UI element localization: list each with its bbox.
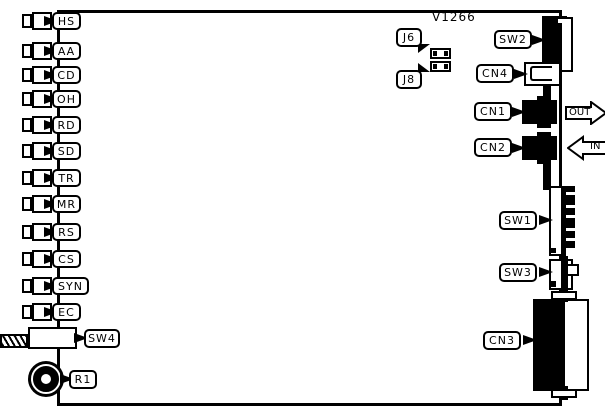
- potentiometer-shaft-r1: [41, 374, 51, 384]
- callout-j8: J8: [396, 70, 422, 89]
- led-tab-mr: [22, 197, 32, 211]
- led-tab-ec: [22, 305, 32, 319]
- jumper-block-j6[interactable]: [430, 48, 451, 59]
- callout-led-ec: EC: [52, 303, 81, 321]
- sw1-segment-4[interactable]: [566, 228, 575, 231]
- callout-tail-j8: [418, 63, 430, 72]
- callout-tail-cn2: [512, 143, 526, 153]
- jumper-pin-2: [438, 51, 443, 56]
- callout-led-cd: CD: [52, 66, 81, 84]
- in-arrow-label: IN: [590, 141, 601, 152]
- callout-tail-hs: [44, 16, 58, 26]
- sw1-segment-5[interactable]: [566, 238, 575, 241]
- sw1-segment-6[interactable]: [566, 248, 575, 256]
- switch-stem-sw3: [561, 255, 568, 295]
- led-tab-cd: [22, 68, 32, 82]
- callout-tail-aa: [44, 46, 58, 56]
- callout-led-syn: SYN: [52, 277, 89, 295]
- callout-tail-rd: [44, 120, 58, 130]
- callout-tail-rs: [44, 227, 58, 237]
- jumper-pin-1: [433, 64, 437, 69]
- led-tab-tr: [22, 171, 32, 185]
- callout-tail-syn: [44, 281, 58, 291]
- callout-tail-cn3: [523, 335, 537, 345]
- sw1-segment-1[interactable]: [566, 192, 575, 195]
- callout-led-sd: SD: [52, 142, 81, 160]
- callout-sw2: SW2: [494, 30, 532, 49]
- callout-tail-cd: [44, 70, 58, 80]
- callout-led-cs: CS: [52, 250, 81, 268]
- connector-inner-cn4: [530, 66, 552, 81]
- sw1-pin-marker: [551, 248, 556, 253]
- callout-cn4: CN4: [476, 64, 514, 83]
- connector-body-cn3[interactable]: [533, 299, 565, 391]
- switch-lever-sw3[interactable]: [566, 264, 579, 276]
- jumper-pin-2: [438, 64, 443, 69]
- led-tab-syn: [22, 279, 32, 293]
- callout-sw3: SW3: [499, 263, 537, 282]
- callout-tail-sd: [44, 146, 58, 156]
- callout-led-rs: RS: [52, 223, 81, 241]
- callout-sw1: SW1: [499, 211, 537, 230]
- callout-tail-r1: [60, 374, 74, 384]
- out-arrow-label: OUT: [569, 107, 591, 118]
- led-tab-oh: [22, 92, 32, 106]
- led-tab-cs: [22, 252, 32, 266]
- board-model-title: V1266: [432, 10, 476, 24]
- edge-hatch-tab: [0, 334, 28, 348]
- callout-tail-cn4: [514, 69, 528, 79]
- switch-notch-sw2: [558, 19, 562, 23]
- callout-r1: R1: [69, 370, 97, 389]
- callout-sw4: SW4: [84, 329, 120, 348]
- led-tab-rs: [22, 225, 32, 239]
- board-edge-spine-2: [543, 160, 551, 190]
- led-tab-hs: [22, 14, 32, 28]
- switch-lever-sw2: [562, 17, 573, 72]
- callout-led-hs: HS: [52, 12, 81, 30]
- callout-tail-oh: [44, 94, 58, 104]
- jumper-pin-3: [444, 64, 449, 69]
- switch-body-sw1[interactable]: [561, 186, 575, 256]
- jumper-pin-1: [433, 51, 437, 56]
- callout-cn2: CN2: [474, 138, 512, 157]
- callout-tail-cs: [44, 254, 58, 264]
- cn3-mount-tab-top: [551, 291, 577, 300]
- callout-tail-sw1: [539, 215, 553, 225]
- sw1-segment-3[interactable]: [566, 215, 575, 218]
- callout-j6: J6: [396, 28, 422, 47]
- jumper-pin-3: [444, 51, 449, 56]
- callout-tail-tr: [44, 173, 58, 183]
- callout-tail-sw4: [74, 333, 88, 343]
- callout-tail-mr: [44, 199, 58, 209]
- in-arrow-icon: [567, 135, 605, 161]
- cn3-mount-tab-bottom: [551, 389, 577, 398]
- connector-shroud-cn2: [537, 132, 551, 164]
- callout-tail-sw3: [539, 267, 553, 277]
- led-tab-rd: [22, 118, 32, 132]
- callout-tail-ec: [44, 307, 58, 317]
- sw1-segment-2[interactable]: [566, 205, 575, 208]
- sw3-pin-marker: [551, 281, 556, 287]
- callout-led-mr: MR: [52, 195, 81, 213]
- callout-led-oh: OH: [52, 90, 81, 108]
- callout-cn3: CN3: [483, 331, 521, 350]
- callout-led-rd: RD: [52, 116, 81, 134]
- callout-tail-sw2: [532, 35, 546, 45]
- jumper-block-j8[interactable]: [430, 61, 451, 72]
- callout-led-aa: AA: [52, 42, 81, 60]
- led-tab-sd: [22, 144, 32, 158]
- out-arrow-icon: [565, 101, 605, 125]
- callout-cn1: CN1: [474, 102, 512, 121]
- connector-shroud-cn1: [537, 96, 551, 128]
- callout-tail-cn1: [512, 107, 526, 117]
- callout-led-tr: TR: [52, 169, 81, 187]
- switch-body-sw4: [28, 327, 77, 349]
- led-tab-aa: [22, 44, 32, 58]
- callout-tail-j6: [418, 44, 430, 53]
